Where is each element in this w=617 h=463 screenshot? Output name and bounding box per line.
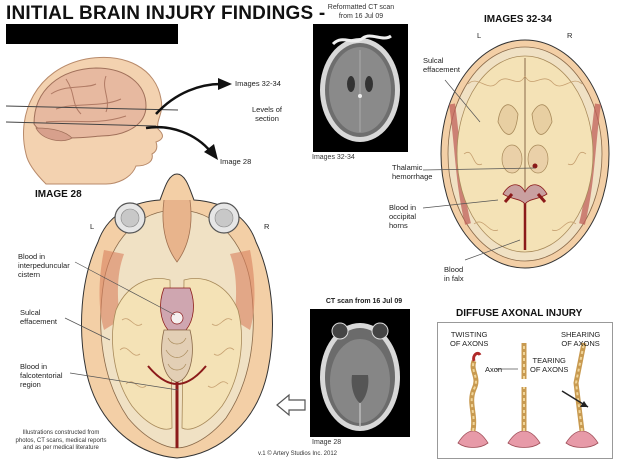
blood-occipital-horns-label: Blood in occipital horns bbox=[389, 203, 417, 230]
redaction-bar bbox=[6, 24, 178, 44]
images-32-34-header: IMAGES 32-34 bbox=[484, 14, 552, 25]
top-ct-caption: Reformatted CT scan from 16 Jul 09 bbox=[327, 4, 395, 20]
left-left-marker: L bbox=[90, 222, 95, 231]
footnote: Illustrations constructed from photos, C… bbox=[15, 430, 107, 451]
sulcal-effacement-label-right: Sulcal effacement bbox=[423, 56, 460, 74]
dai-shearing-label: SHEARING OF AXONS bbox=[561, 330, 601, 348]
head-section-diagram bbox=[6, 56, 232, 185]
bottom-ct-caption: CT scan from 16 Jul 09 bbox=[325, 298, 403, 305]
blood-falcotentorial-label: Blood in falcotentorial region bbox=[20, 362, 63, 389]
dai-illustration bbox=[457, 342, 599, 448]
top-ct-image-label: Images 32-34 bbox=[312, 154, 355, 161]
bottom-ct-scan-image bbox=[310, 309, 410, 437]
axial-section-images-32-34 bbox=[440, 39, 610, 269]
right-leader-lines bbox=[422, 79, 536, 261]
page-title: INITIAL BRAIN INJURY FINDINGS - bbox=[6, 3, 326, 24]
image-28-header: IMAGE 28 bbox=[35, 189, 82, 200]
head-images-32-34-label: Images 32-34 bbox=[235, 79, 281, 88]
dai-twisting-label: TWISTING OF AXONS bbox=[450, 330, 489, 348]
axial-section-image-28 bbox=[81, 173, 273, 459]
right-right-marker: R bbox=[567, 31, 573, 40]
blood-in-falx-label: Blood in falx bbox=[444, 265, 464, 283]
left-leader-lines bbox=[64, 261, 179, 391]
blood-interpeduncular-label: Blood in interpeduncular cistern bbox=[18, 252, 70, 279]
copyright: v.1 © Artery Studios Inc. 2012 bbox=[258, 451, 338, 457]
hollow-left-arrow bbox=[276, 393, 306, 417]
dai-axon-label: Axon bbox=[485, 365, 503, 374]
top-ct-scan-image bbox=[313, 24, 408, 152]
left-right-marker: R bbox=[264, 222, 270, 231]
thalamic-hemorrhage-label: Thalamic hemorrhage bbox=[392, 163, 433, 181]
sulcal-effacement-label-left: Sulcal effacement bbox=[20, 308, 57, 326]
levels-of-section-label: Levels of section bbox=[252, 105, 283, 123]
bottom-ct-image-label: Image 28 bbox=[312, 439, 342, 446]
head-image-28-label: Image 28 bbox=[220, 157, 252, 166]
right-left-marker: L bbox=[477, 31, 482, 40]
dai-header: DIFFUSE AXONAL INJURY bbox=[456, 308, 583, 319]
dai-tearing-label: TEARING OF AXONS bbox=[530, 356, 569, 374]
